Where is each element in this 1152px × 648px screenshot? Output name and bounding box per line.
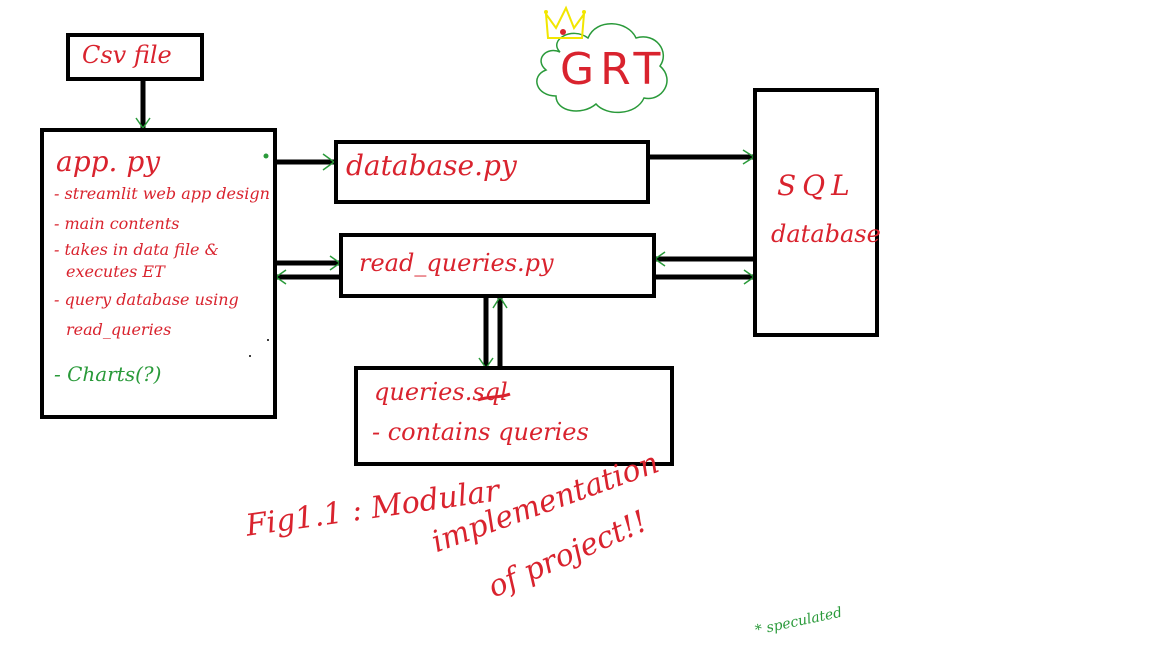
crown-gem-right-icon xyxy=(582,10,586,14)
logo-cloud-shape xyxy=(536,23,668,114)
csv-file-box: Csv file xyxy=(66,33,204,81)
queries-sql-box: queries.sql - contains queries xyxy=(354,366,674,466)
app-item: read_queries xyxy=(66,320,172,339)
crown-gem-left-icon xyxy=(544,10,548,14)
csv-file-label: Csv file xyxy=(82,41,172,69)
queries-sql-label: queries.sql xyxy=(374,378,508,406)
charts-note: - Charts(?) xyxy=(54,362,162,386)
app-item: - streamlit web app design xyxy=(54,184,270,203)
database-label: database xyxy=(771,220,881,248)
app-item: - query database using xyxy=(54,290,239,309)
crown-icon xyxy=(544,5,586,39)
sql-label: SQL xyxy=(777,169,856,202)
app-item: - main contents xyxy=(54,214,180,233)
crown-jewel-icon xyxy=(560,29,566,35)
read-queries-box: read_queries.py xyxy=(339,233,656,298)
database-py-label: database.py xyxy=(346,149,517,182)
speck-dot-icon xyxy=(249,355,251,357)
queries-sql-description: - contains queries xyxy=(372,418,589,446)
sql-underline-scribble xyxy=(477,392,511,402)
speck-dot-icon xyxy=(267,339,269,341)
app-item: executes ET xyxy=(66,262,165,281)
app-py-box: app. py - streamlit web app design - mai… xyxy=(40,128,277,419)
app-item: - takes in data file & xyxy=(54,240,219,259)
sql-database-box: SQL database xyxy=(753,88,881,337)
database-py-box: database.py xyxy=(334,140,650,204)
read-queries-label: read_queries.py xyxy=(359,249,554,277)
grt-logo-text: GRT xyxy=(560,44,667,95)
app-py-title: app. py xyxy=(56,145,161,178)
asterisk-mark-icon xyxy=(263,153,269,159)
